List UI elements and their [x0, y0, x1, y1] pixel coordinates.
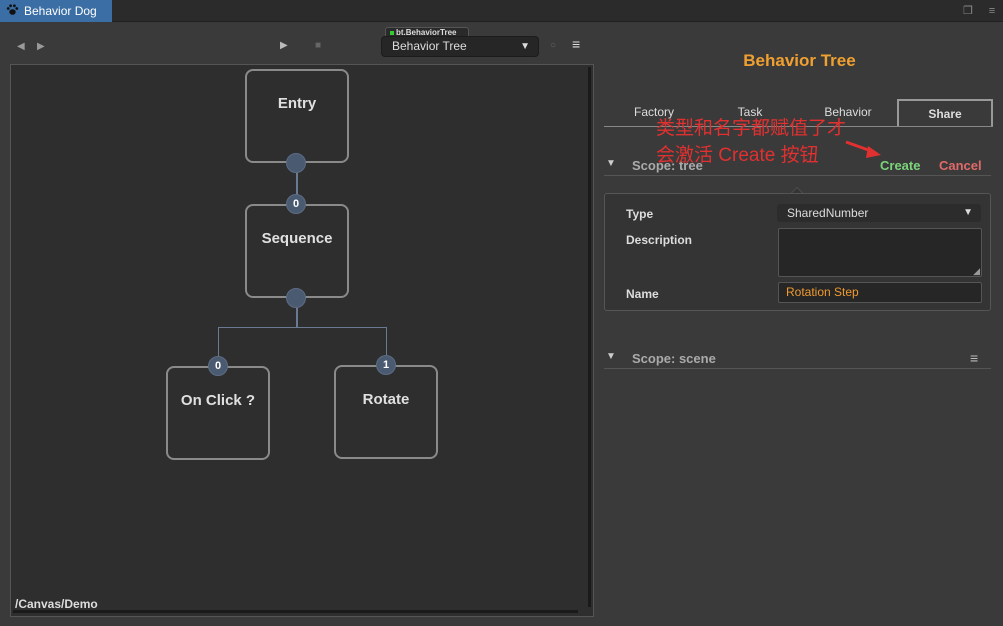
collapse-triangle-icon[interactable]: ▼ [606, 351, 616, 362]
wire-to-rotate [386, 327, 387, 359]
collapse-triangle-icon[interactable]: ▼ [606, 158, 616, 169]
window-tab-label: Behavior Dog [24, 4, 97, 18]
description-label: Description [626, 233, 693, 247]
wire-entry-sequence [296, 171, 298, 199]
annotation-line-2: 会激活 Create 按钮 [656, 145, 819, 166]
form-caret-inner [791, 188, 803, 194]
horizontal-scrollbar[interactable] [13, 610, 578, 613]
back-arrow-icon[interactable]: ◀ [17, 41, 25, 52]
sequence-output-port[interactable] [286, 288, 306, 308]
type-select[interactable]: SharedNumber ▼ [777, 204, 981, 222]
window-tab[interactable]: Behavior Dog [0, 0, 112, 22]
tab-share[interactable]: Share [897, 99, 993, 127]
forward-arrow-icon[interactable]: ▶ [37, 41, 45, 52]
name-label: Name [626, 287, 659, 301]
scope-scene-label: Scope: scene [632, 351, 716, 366]
entry-node-title: Entry [277, 95, 317, 112]
status-dot-icon [390, 30, 394, 35]
description-textarea[interactable]: ◢ [778, 228, 982, 277]
annotation-text: 类型和名字都赋值了才 会激活 Create 按钮 [656, 115, 916, 169]
panel-title: Behavior Tree [743, 51, 856, 70]
scope-scene-header[interactable]: ▼ Scope: scene [604, 349, 991, 369]
window-menu-icon[interactable]: ≡ [988, 5, 996, 17]
wire-sequence-down [296, 305, 298, 327]
on-click-input-badge[interactable]: 0 [208, 356, 228, 376]
entry-node[interactable]: Entry [245, 69, 349, 163]
on-click-node[interactable]: On Click ? [166, 366, 270, 460]
rotate-input-badge[interactable]: 1 [376, 355, 396, 375]
scope-tree-label: Scope: tree [632, 158, 703, 173]
scope-scene-menu-icon[interactable]: ≡ [970, 350, 979, 366]
play-icon[interactable]: ▶ [280, 40, 288, 51]
tab-divider [604, 126, 993, 127]
tab-factory[interactable]: Factory [633, 105, 674, 119]
resize-handle-icon[interactable]: ◢ [973, 266, 980, 276]
dropdown-arrow-icon: ▼ [963, 207, 973, 218]
name-input[interactable]: Rotation Step [778, 282, 982, 303]
canvas-path: /Canvas/Demo [15, 597, 98, 611]
behavior-tree-select[interactable]: Behavior Tree ▼ [381, 36, 539, 57]
hamburger-menu-icon[interactable]: ≡ [572, 36, 581, 52]
restore-window-icon[interactable]: ❐ [963, 5, 973, 17]
inspector-panel: Behavior Tree Factory Task Behavior Shar… [596, 23, 1003, 626]
dropdown-arrow-icon: ▼ [520, 41, 530, 52]
tree-tag-label: bt.BehaviorTree [396, 28, 457, 37]
behavior-tree-select-value: Behavior Tree [392, 39, 467, 53]
create-button[interactable]: Create [880, 158, 921, 173]
new-variable-form: Type SharedNumber ▼ Description ◢ Name R… [604, 193, 991, 311]
title-bar: Behavior Dog ❐ ≡ [0, 0, 1003, 22]
entry-output-port[interactable] [286, 153, 306, 173]
vertical-scrollbar[interactable] [588, 67, 591, 607]
sequence-node-title: Sequence [261, 230, 333, 247]
rotate-node[interactable]: Rotate [334, 365, 438, 459]
tab-task[interactable]: Task [737, 105, 763, 119]
rotate-node-title: Rotate [362, 391, 410, 408]
sequence-node[interactable]: Sequence [245, 204, 349, 298]
wire-branch [218, 327, 387, 328]
scope-tree-header[interactable]: ▼ Scope: tree [604, 156, 991, 176]
type-select-value: SharedNumber [787, 206, 869, 220]
paw-icon [6, 3, 19, 19]
circle-icon[interactable]: ○ [550, 40, 557, 51]
stop-icon[interactable]: ■ [315, 40, 322, 51]
annotation-line-1: 类型和名字都赋值了才 [656, 118, 847, 139]
tab-behavior[interactable]: Behavior [824, 105, 872, 119]
tree-tag: bt.BehaviorTree [385, 27, 469, 38]
annotation-arrow-icon [845, 140, 881, 158]
graph-canvas[interactable]: Entry Sequence 0 On Click ? 0 Rotate 1 /… [10, 64, 594, 617]
wire-to-onclick [218, 327, 219, 359]
cancel-button[interactable]: Cancel [939, 158, 982, 173]
type-label: Type [626, 207, 654, 221]
sequence-input-badge[interactable]: 0 [286, 194, 306, 214]
on-click-node-title: On Click ? [180, 392, 256, 409]
